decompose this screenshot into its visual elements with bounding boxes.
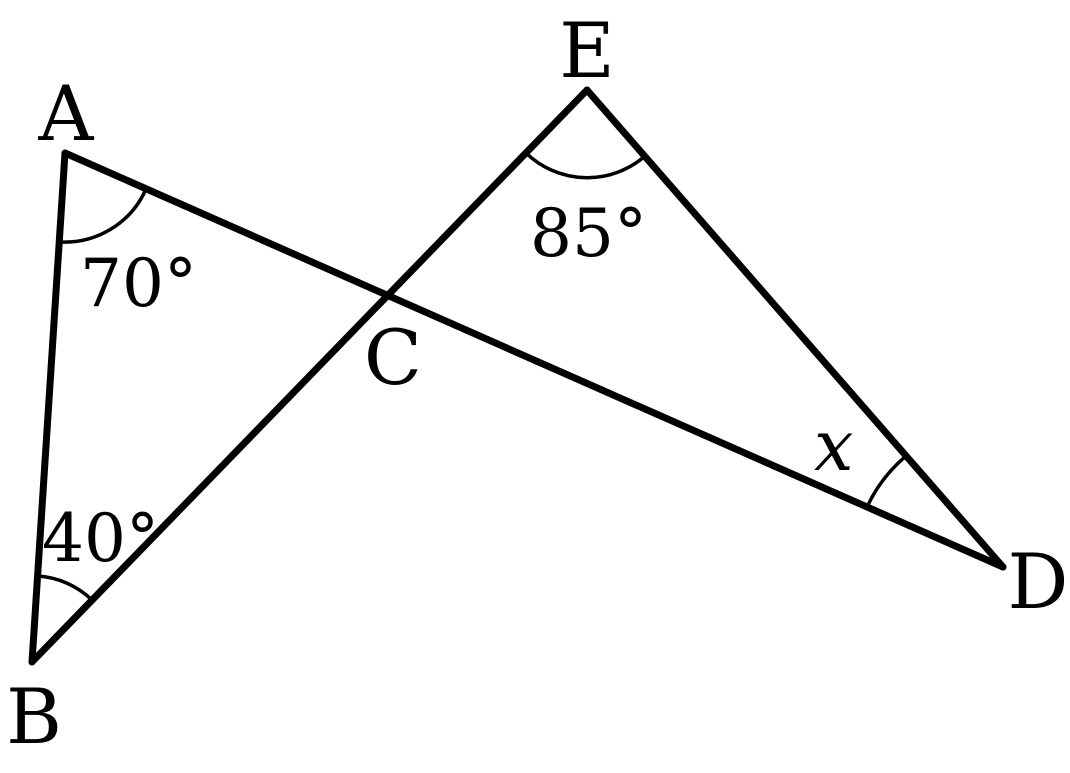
segment-ed [583,86,1007,571]
angle-label-b: 40° [42,500,159,577]
segment-ab [28,149,69,666]
segment-be [28,86,591,666]
point-label-c: C [364,313,422,402]
point-label-b: B [6,672,62,761]
point-label-a: A [38,69,95,158]
angle-arc-d [865,454,908,508]
point-label-e: E [559,6,614,95]
segment-ad [61,149,1007,571]
angle-label-a: 70° [80,245,197,322]
angle-arc-a [58,188,148,244]
angle-label-d: x [814,405,853,487]
angle-arc-e [524,151,647,180]
angle-label-e: 85° [530,195,647,272]
angle-arc-b [37,574,94,602]
point-label-d: D [1008,537,1069,626]
